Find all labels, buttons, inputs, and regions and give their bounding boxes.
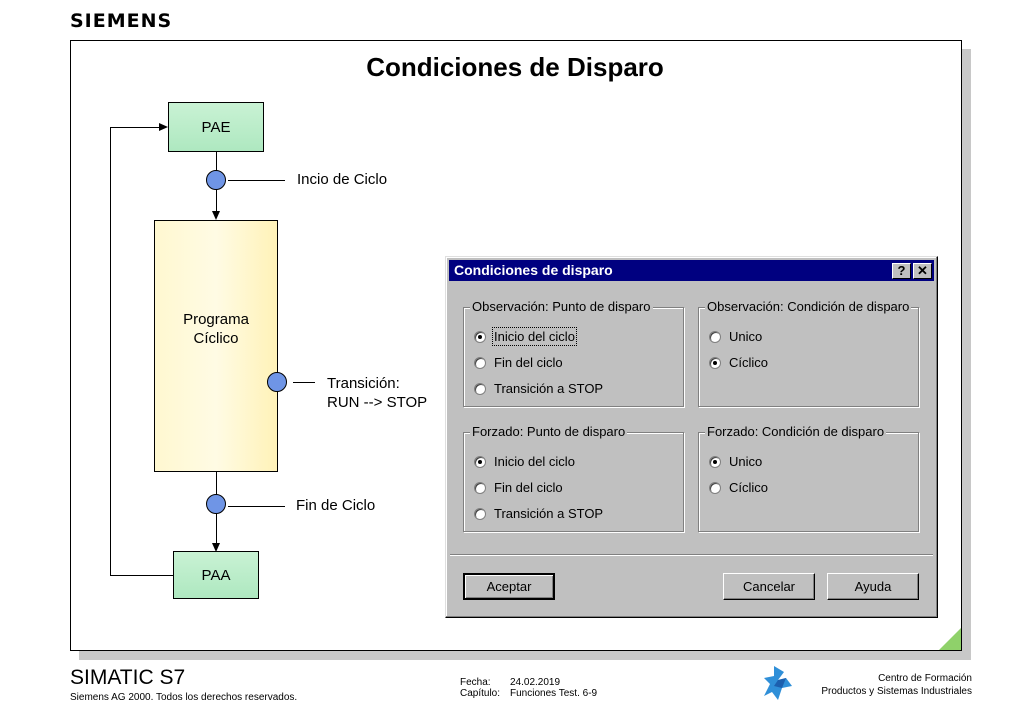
close-icon[interactable]: ✕ xyxy=(913,263,932,279)
group-forced-trigger-condition: Forzado: Condición de disparo Unico Cícl… xyxy=(698,424,919,532)
cancel-button[interactable]: Cancelar xyxy=(723,573,815,600)
trigger-point-start-dot xyxy=(206,170,226,190)
group-observation-trigger-point: Observación: Punto de disparo Inicio del… xyxy=(463,299,684,407)
radio-icon xyxy=(474,382,486,395)
radio-selected-icon xyxy=(709,356,721,369)
group-title: Forzado: Punto de disparo xyxy=(470,424,628,439)
loop-line-bottom xyxy=(110,575,173,576)
radio-observation-cyclic[interactable]: Cíclico xyxy=(709,355,768,370)
radio-observation-cycle-end[interactable]: Fin del ciclo xyxy=(474,355,563,370)
group-forced-trigger-point: Forzado: Punto de disparo Inicio del cic… xyxy=(463,424,684,532)
help-button[interactable]: Ayuda xyxy=(827,573,919,600)
loop-line-top xyxy=(110,127,160,128)
radio-observation-transition-stop[interactable]: Transición a STOP xyxy=(474,381,603,396)
training-center-logo-icon xyxy=(764,666,792,700)
paa-box: PAA xyxy=(173,551,259,599)
start-label: Incio de Ciclo xyxy=(297,171,388,188)
dialog-title: Condiciones de disparo xyxy=(454,262,613,278)
arrow-down-icon xyxy=(212,211,220,220)
radio-forced-transition-stop[interactable]: Transición a STOP xyxy=(474,506,603,521)
radio-label: Transición a STOP xyxy=(494,381,604,396)
radio-label: Cíclico xyxy=(729,480,769,495)
training-center-line1: Centro de Formación xyxy=(878,673,972,684)
radio-selected-icon xyxy=(474,455,486,468)
transition-label-line2: RUN --> STOP xyxy=(327,394,428,411)
radio-icon xyxy=(709,481,721,494)
group-title: Forzado: Condición de disparo xyxy=(705,424,887,439)
trigger-point-end-dot xyxy=(206,494,226,514)
help-icon[interactable]: ? xyxy=(892,263,911,279)
pae-label: PAE xyxy=(201,118,231,136)
radio-icon xyxy=(709,330,721,343)
copyright: Siemens AG 2000. Todos los derechos rese… xyxy=(70,692,298,703)
slide-title: Condiciones de Disparo xyxy=(366,52,664,82)
program-label-line1: Programa xyxy=(183,311,249,328)
radio-observation-once[interactable]: Unico xyxy=(709,329,762,344)
radio-forced-cycle-end[interactable]: Fin del ciclo xyxy=(474,480,563,495)
end-label: Fin de Ciclo xyxy=(296,497,376,514)
chapter-value: Funciones Test. 6-9 xyxy=(510,688,598,699)
radio-observation-cycle-start[interactable]: Inicio del ciclo xyxy=(474,327,577,346)
radio-label: Unico xyxy=(729,329,763,344)
arrow-right-icon xyxy=(159,123,168,131)
start-label-line xyxy=(228,180,285,181)
accept-button[interactable]: Aceptar xyxy=(463,573,555,600)
radio-label: Unico xyxy=(729,454,763,469)
training-center-line2: Productos y Sistemas Industriales xyxy=(821,686,972,697)
radio-selected-icon xyxy=(474,330,486,343)
group-title: Observación: Condición de disparo xyxy=(705,299,912,314)
date-label: Fecha: xyxy=(460,677,491,688)
radio-label: Fin del ciclo xyxy=(494,355,563,370)
radio-label: Inicio del ciclo xyxy=(492,327,577,346)
page-corner-icon xyxy=(939,628,961,650)
radio-icon xyxy=(474,507,486,520)
date-value: 24.02.2019 xyxy=(510,677,561,688)
group-observation-trigger-condition: Observación: Condición de disparo Unico … xyxy=(698,299,919,407)
pae-box: PAE xyxy=(168,102,264,152)
radio-selected-icon xyxy=(709,455,721,468)
radio-label: Fin del ciclo xyxy=(494,480,563,495)
product-name: SIMATIC S7 xyxy=(70,666,186,689)
radio-icon xyxy=(474,481,486,494)
paa-label: PAA xyxy=(201,566,231,584)
chapter-label: Capítulo: xyxy=(460,688,501,699)
arrow-down-icon xyxy=(212,543,220,552)
loop-line-vertical xyxy=(110,127,111,575)
radio-forced-cycle-start[interactable]: Inicio del ciclo xyxy=(474,454,575,469)
program-label-line2: Cíclico xyxy=(193,330,239,347)
transition-label-line1: Transición: xyxy=(327,375,400,392)
dialog-separator xyxy=(450,554,933,556)
siemens-logo: SIEMENS xyxy=(70,10,173,32)
group-title: Observación: Punto de disparo xyxy=(470,299,653,314)
program-box: Programa Cíclico xyxy=(154,220,278,472)
radio-icon xyxy=(474,356,486,369)
radio-forced-cyclic[interactable]: Cíclico xyxy=(709,480,768,495)
radio-label: Inicio del ciclo xyxy=(494,454,575,469)
radio-label: Transición a STOP xyxy=(494,506,604,521)
radio-forced-once[interactable]: Unico xyxy=(709,454,762,469)
radio-label: Cíclico xyxy=(729,355,769,370)
transition-label-line xyxy=(293,382,315,383)
trigger-conditions-dialog: Condiciones de disparo ? ✕ Observación: … xyxy=(445,256,938,618)
dialog-title-bar: Condiciones de disparo ? ✕ xyxy=(449,260,934,281)
end-label-line xyxy=(228,506,285,507)
trigger-point-transition-dot xyxy=(267,372,287,392)
